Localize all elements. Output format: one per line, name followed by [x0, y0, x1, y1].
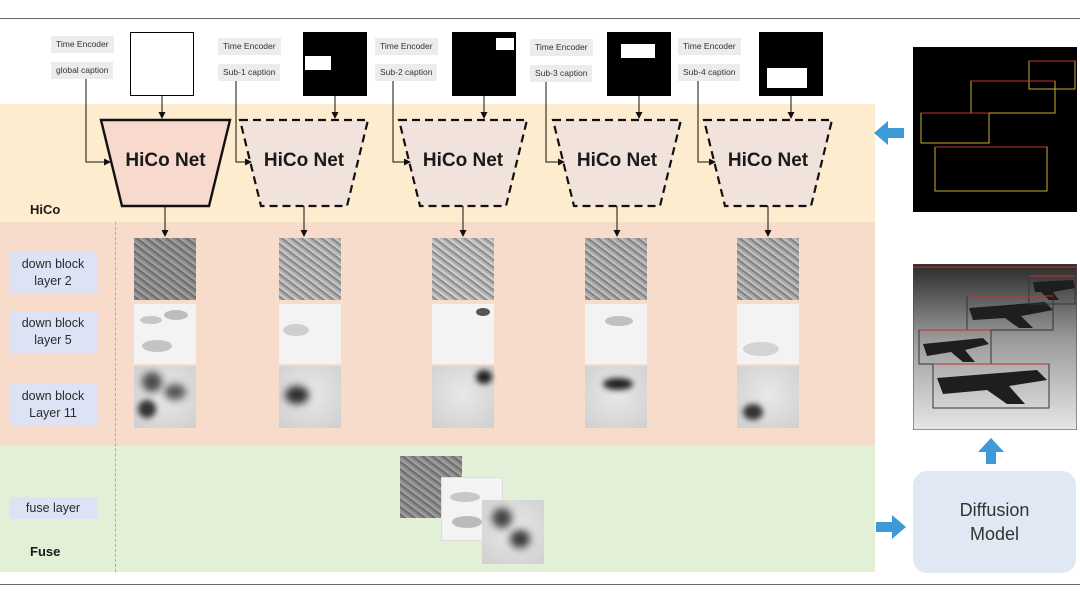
- hico-net-sub2-shape: [397, 118, 529, 208]
- fuse-feature-layer5: [442, 478, 502, 540]
- feature-map-global-layer11: [134, 366, 196, 428]
- fuse-feature-layer11: [482, 500, 544, 564]
- generated-result-image: [913, 264, 1077, 430]
- caption-tag-global: global caption: [51, 62, 114, 79]
- feature-map-sub2-layer11: [432, 366, 494, 428]
- column-divider: [115, 222, 116, 572]
- fuse-section-label: Fuse: [30, 544, 61, 559]
- row-label-layer2: down block layer 2: [9, 252, 97, 294]
- row-label-fuse: fuse layer: [9, 497, 97, 519]
- hico-net-sub1-label: HiCo Net: [263, 150, 345, 171]
- feature-map-sub4-layer5: [737, 304, 799, 364]
- feature-map-sub3-layer2: [585, 238, 647, 300]
- sub4-mask-image: [759, 32, 823, 96]
- time-encoder-tag-sub3: Time Encoder: [530, 39, 593, 56]
- time-encoder-tag-sub2: Time Encoder: [375, 38, 438, 55]
- row-label-layer11: down block Layer 11: [9, 384, 97, 426]
- time-encoder-tag-global: Time Encoder: [51, 36, 114, 53]
- layout-boxes-image: [913, 47, 1077, 212]
- sub1-mask-image: [303, 32, 367, 96]
- top-border: [0, 18, 1080, 19]
- feature-map-sub2-layer2: [432, 238, 494, 300]
- feature-map-sub2-layer5: [432, 304, 494, 364]
- sub2-mask-image: [452, 32, 516, 96]
- arrow-up-icon: [978, 438, 1004, 464]
- hico-net-sub2-label: HiCo Net: [422, 150, 504, 171]
- feature-map-global-layer2: [134, 238, 196, 300]
- feature-map-sub3-layer11: [585, 366, 647, 428]
- hico-net-sub3-shape: [551, 118, 683, 208]
- row-label-layer5: down block layer 5: [9, 311, 97, 353]
- hico-net-sub1-shape: [238, 118, 370, 208]
- feature-map-sub1-layer5: [279, 304, 341, 364]
- feature-map-sub1-layer2: [279, 238, 341, 300]
- caption-tag-sub4: Sub-4 caption: [678, 64, 741, 81]
- hico-net-diagram: [85, 79, 834, 237]
- caption-tag-sub3: Sub-3 caption: [530, 65, 593, 82]
- hico-net-sub4-label: HiCo Net: [727, 150, 809, 171]
- feature-map-global-layer5: [134, 304, 196, 364]
- time-encoder-tag-sub1: Time Encoder: [218, 38, 281, 55]
- feature-map-sub4-layer11: [737, 366, 799, 428]
- hico-net-sub3-label: HiCo Net: [576, 150, 658, 171]
- diffusion-model-box: Diffusion Model: [913, 471, 1076, 573]
- feature-map-sub4-layer2: [737, 238, 799, 300]
- arrow-left-icon: [874, 121, 904, 145]
- hico-section-label: HiCo: [30, 202, 61, 217]
- arrow-right-icon: [876, 515, 906, 539]
- bottom-border: [0, 584, 1080, 585]
- time-encoder-tag-sub4: Time Encoder: [678, 38, 741, 55]
- caption-tag-sub1: Sub-1 caption: [218, 64, 281, 81]
- diffusion-model-label-line2: Model: [969, 524, 1020, 544]
- diffusion-model-label-line1: Diffusion: [959, 500, 1030, 520]
- caption-tag-sub2: Sub-2 caption: [375, 64, 438, 81]
- feature-map-sub3-layer5: [585, 304, 647, 364]
- feature-map-sub1-layer11: [279, 366, 341, 428]
- global-mask-image: [130, 32, 194, 96]
- hico-net-sub4-shape: [702, 118, 834, 208]
- sub3-mask-image: [607, 32, 671, 96]
- hico-net-global-shape: [99, 118, 232, 208]
- hico-net-global-label: HiCo Net: [125, 150, 206, 171]
